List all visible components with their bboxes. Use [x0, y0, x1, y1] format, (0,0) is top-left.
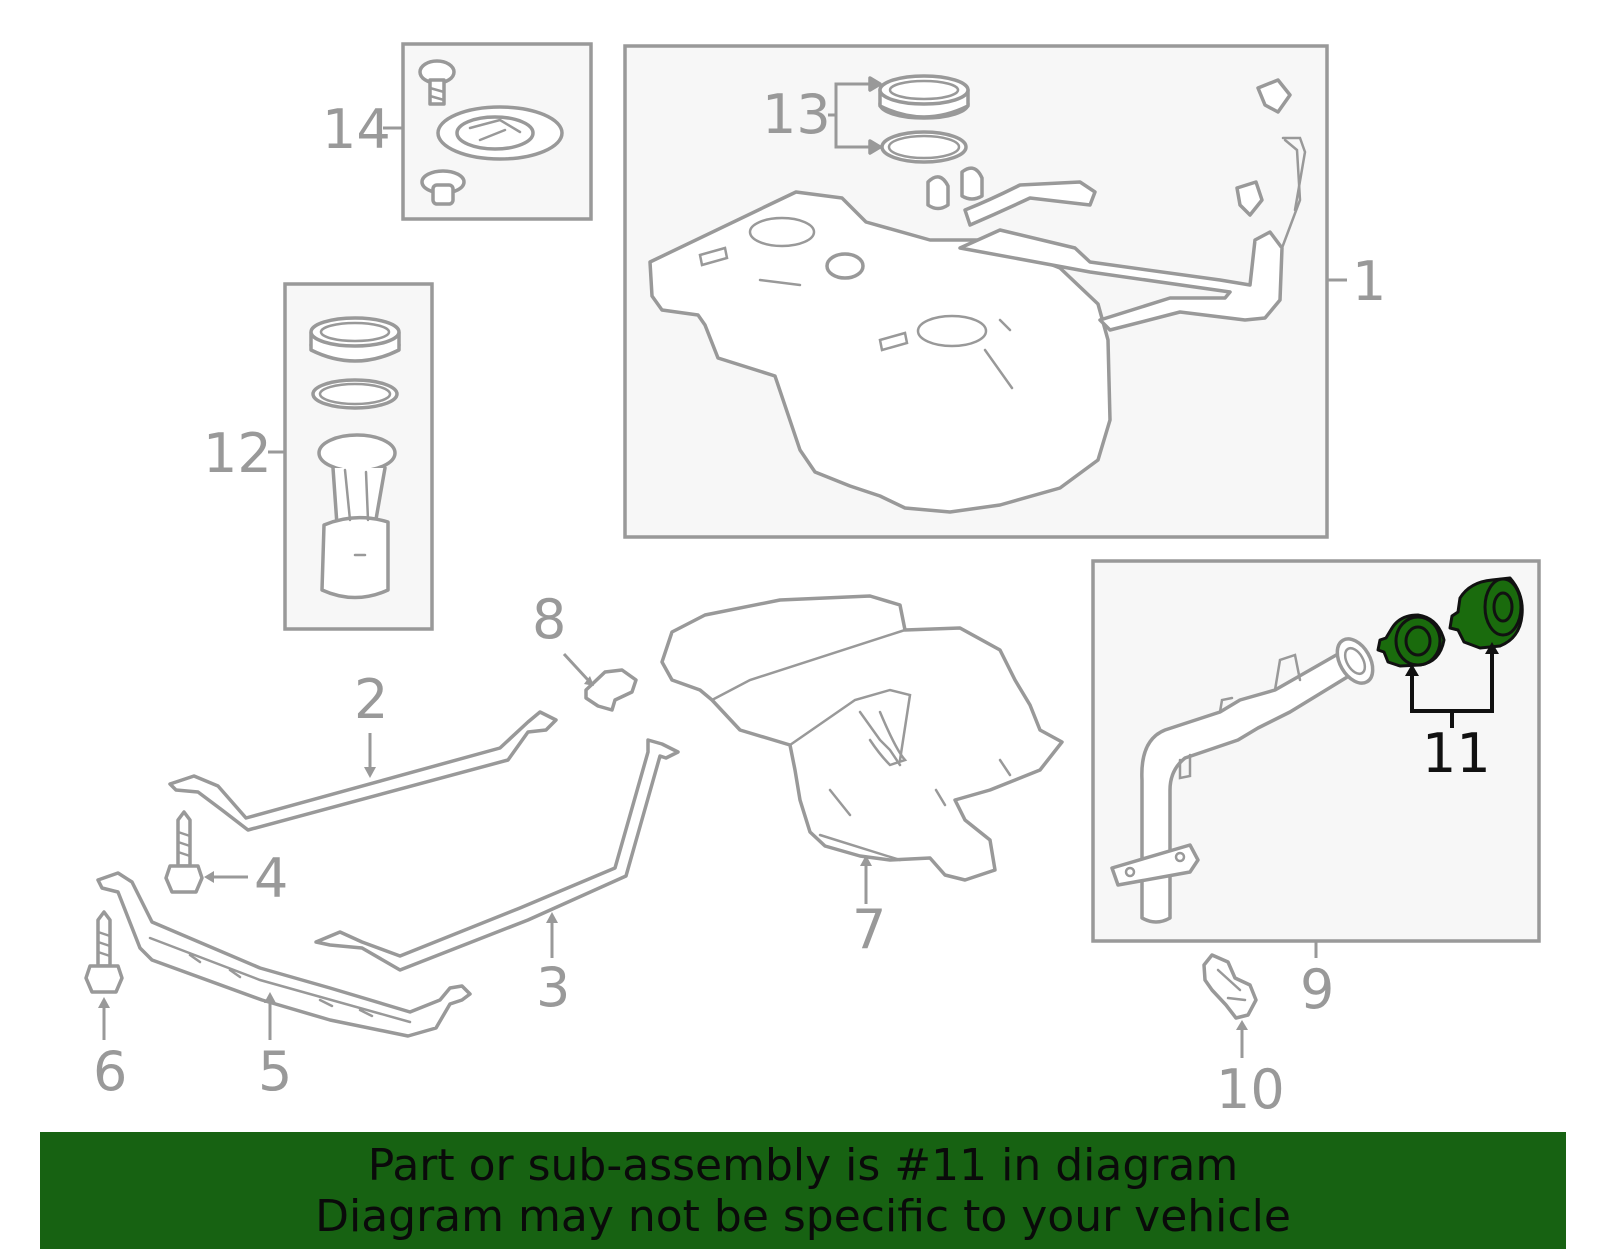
part-12-gasket-icon — [311, 378, 399, 410]
filler-pipe-icon — [1110, 637, 1375, 924]
callout-6: 6 — [93, 1040, 127, 1103]
part-2-strap-icon — [168, 710, 558, 832]
callout-3: 3 — [536, 956, 570, 1019]
callout-13: 13 — [762, 83, 831, 146]
part-3-strap-icon — [314, 738, 680, 972]
callout-4: 4 — [254, 847, 288, 910]
part-6-bolt-icon — [84, 910, 124, 994]
part-13-gasket-icon — [880, 130, 968, 164]
callout-8: 8 — [532, 588, 566, 651]
part-6-group: 6 — [84, 910, 127, 1103]
part-2-group: 2 — [168, 668, 558, 832]
part-12-lock-ring-icon — [309, 316, 401, 363]
part-14-cover-icon — [436, 105, 564, 161]
part-14-grommet-icon — [420, 169, 466, 206]
parts-diagram: 14 12 — [84, 42, 1541, 1121]
part-8-clip-icon — [584, 668, 638, 712]
callout-12: 12 — [203, 422, 272, 485]
info-banner: Part or sub-assembly is #11 in diagram D… — [40, 1132, 1566, 1249]
callout-5: 5 — [258, 1040, 292, 1103]
part-14-screw-icon — [418, 59, 456, 106]
part-11-caps-icon — [1376, 576, 1524, 728]
part-12-group: 12 — [203, 282, 434, 631]
callout-2: 2 — [354, 668, 388, 731]
part-9-group: 11 9 — [1091, 559, 1541, 1021]
part-12-pump-module-icon — [317, 433, 397, 600]
part-13-lock-ring-icon — [878, 74, 970, 120]
part-3-group: 3 — [314, 738, 680, 1019]
part-14-group: 14 — [322, 42, 593, 221]
callout-1: 1 — [1352, 250, 1386, 313]
part-5-crossmember-icon — [96, 871, 472, 1038]
part-10-bolt-icon — [1202, 953, 1258, 1020]
callout-7: 7 — [852, 898, 886, 961]
banner-line-2: Diagram may not be specific to your vehi… — [315, 1191, 1291, 1242]
callout-10: 10 — [1216, 1058, 1285, 1121]
part-7-heat-shield-icon — [660, 594, 1064, 882]
part-1-clips-icon — [926, 78, 1292, 217]
callout-9: 9 — [1300, 958, 1334, 1021]
callout-13-bracket — [828, 82, 878, 149]
callout-14: 14 — [322, 98, 391, 161]
part-4-bolt-icon — [164, 810, 204, 894]
banner-line-1: Part or sub-assembly is #11 in diagram — [367, 1140, 1239, 1191]
part-4-group: 4 — [164, 810, 288, 910]
part-1-group: 13 1 — [623, 44, 1386, 539]
part-8-group: 8 — [532, 588, 638, 712]
part-10-group: 10 — [1202, 953, 1285, 1121]
callout-11: 11 — [1422, 722, 1491, 785]
part-7-group: 7 — [660, 594, 1064, 961]
fuel-tank-icon — [648, 136, 1307, 514]
part-5-group: 5 — [96, 871, 472, 1103]
